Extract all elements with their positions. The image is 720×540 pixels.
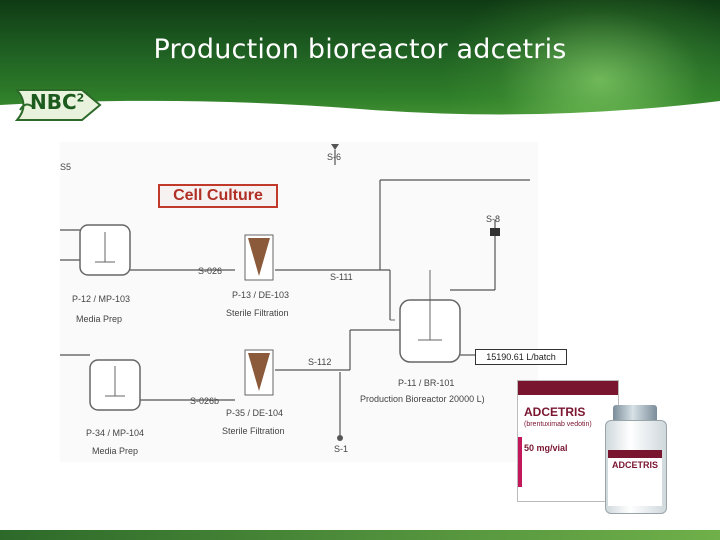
- vial-cap: [613, 405, 657, 423]
- pipe-lines: [60, 150, 530, 435]
- logo-name: NBC: [30, 90, 77, 114]
- stream-s1-marker: [337, 435, 343, 441]
- cell-culture-label: Cell Culture: [158, 184, 278, 208]
- adcetris-box-image: ADCETRIS (brentuximab vedotin) 50 mg/via…: [517, 380, 619, 502]
- box-brand: ADCETRIS: [524, 405, 586, 419]
- stream-label-s112: S-112: [308, 357, 332, 367]
- slide-header: Production bioreactor adcetris: [0, 0, 720, 140]
- stream-label-s111: S-111: [330, 272, 353, 282]
- stream-s6-marker: [331, 144, 339, 150]
- header-wave: [0, 100, 720, 140]
- unit-id-p35: P-35 / DE-104: [226, 408, 284, 418]
- production-bioreactor: [390, 270, 461, 363]
- unit-name-p13: Sterile Filtration: [226, 308, 289, 318]
- logo-superscript: 2: [76, 91, 85, 105]
- sterile-filter-2: [244, 349, 274, 396]
- flow-rate-box: 15190.61 L/batch: [475, 349, 567, 365]
- unit-name-p12: Media Prep: [76, 314, 123, 324]
- slide-title: Production bioreactor adcetris: [153, 34, 567, 65]
- left-edge-label: S5: [60, 162, 72, 172]
- vial-label: [608, 450, 662, 506]
- stream-label-s8: S-8: [486, 214, 501, 224]
- sterile-filter-1: [244, 234, 274, 281]
- unit-id-p13: P-13 / DE-103: [232, 290, 290, 300]
- unit-name-p11: Production Bioreactor 20000 L): [360, 394, 485, 404]
- unit-id-p12: P-12 / MP-103: [72, 294, 131, 304]
- box-side-band: [518, 437, 522, 487]
- box-subtitle: (brentuximab vedotin): [524, 421, 592, 428]
- diagram-canvas: [60, 142, 538, 462]
- box-dose: 50 mg/vial: [524, 443, 568, 453]
- unit-id-p34: P-34 / MP-104: [86, 428, 145, 438]
- unit-name-p34: Media Prep: [92, 446, 139, 456]
- nbc2-logo-icon: [14, 89, 102, 121]
- stream-label-s026: S-026: [198, 266, 223, 276]
- stream-label-s026b: S-026b: [190, 396, 220, 406]
- unit-id-p11: P-11 / BR-101: [398, 378, 455, 388]
- stream-s8-marker: [490, 228, 500, 236]
- stream-label-s6: S-6: [327, 152, 342, 162]
- process-flow-diagram: [60, 142, 538, 462]
- stream-label-s1: S-1: [334, 444, 349, 454]
- box-top-band: [518, 381, 618, 395]
- vial-brand: ADCETRIS: [612, 460, 659, 470]
- media-prep-tank-1: [79, 224, 131, 276]
- unit-name-p35: Sterile Filtration: [222, 426, 285, 436]
- logo-text: NBC2: [30, 90, 84, 114]
- media-prep-tank-2: [89, 359, 141, 411]
- footer-bar: [0, 530, 720, 540]
